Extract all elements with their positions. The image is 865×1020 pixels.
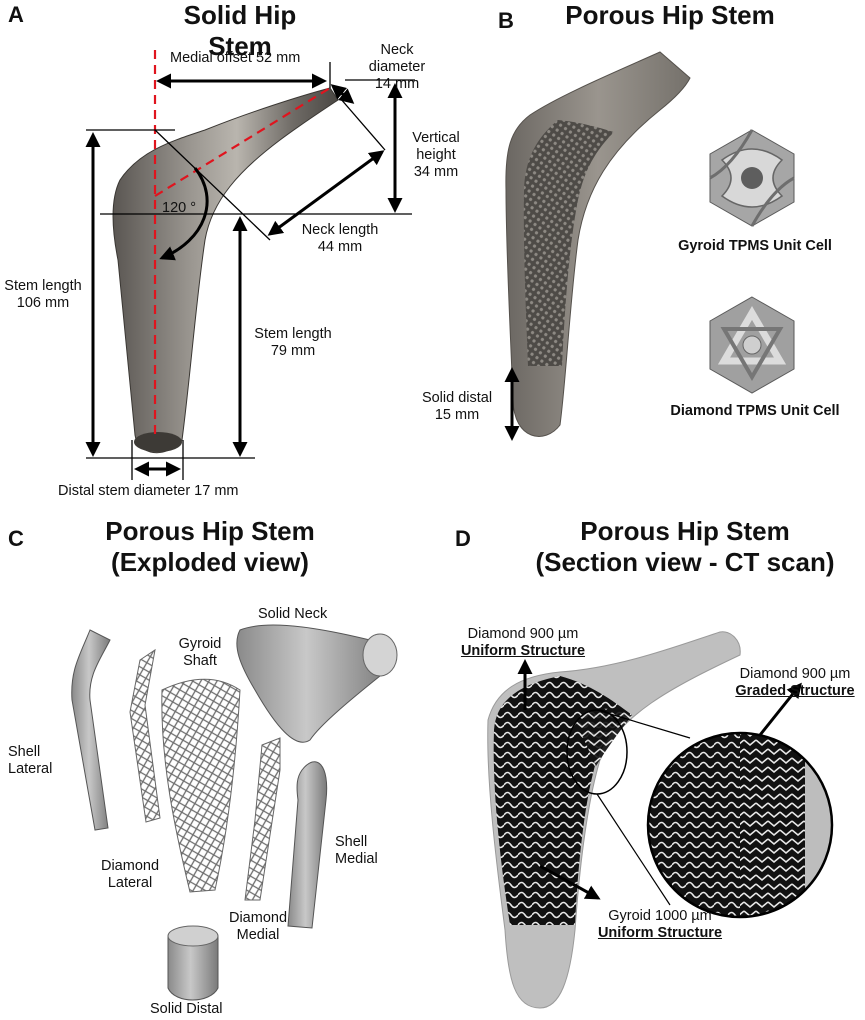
panel-a-letter: A — [8, 2, 24, 27]
panel-c-title: Porous Hip Stem(Exploded view) — [105, 516, 315, 577]
gyroid-shaft-part — [161, 678, 241, 893]
diamond-medial-part — [244, 737, 281, 901]
solid-stem-body — [112, 87, 339, 454]
gyroid-unit-cell — [709, 129, 795, 227]
porous-mesh-region — [523, 120, 614, 366]
panel-d-title: Porous Hip Stem(Section view - CT scan) — [535, 516, 835, 577]
panel-a-title: Solid Hip Stem — [183, 0, 297, 61]
angle-label: 120 ° — [162, 200, 197, 216]
panel-d-letter: D — [455, 526, 471, 551]
ct-zoom-detail — [648, 733, 832, 917]
shell-medial-part — [287, 761, 328, 929]
diamond-unit-cell-label: Diamond TPMS Unit Cell — [670, 403, 840, 419]
panel-b-title: Porous Hip Stem — [565, 0, 775, 30]
distal-diameter-label: Distal stem diameter 17 mm — [58, 483, 239, 499]
gyroid-unit-cell-label: Gyroid TPMS Unit Cell — [678, 238, 832, 254]
ct-graded-zone — [575, 708, 632, 766]
solid-neck-label: Solid Neck — [258, 606, 328, 622]
shell-lateral-part — [71, 629, 111, 831]
solid-neck-part — [236, 624, 392, 743]
diamond-lateral-part — [129, 648, 161, 823]
solid-distal-part — [167, 925, 219, 1001]
angle-arc — [159, 167, 209, 261]
panel-c-letter: C — [8, 526, 24, 551]
diamond-unit-cell — [709, 296, 795, 394]
medial-offset-label: Medial offset 52 mm — [170, 50, 301, 66]
solid-distal-label: Solid Distal — [150, 1001, 223, 1017]
panel-b-letter: B — [498, 8, 514, 33]
